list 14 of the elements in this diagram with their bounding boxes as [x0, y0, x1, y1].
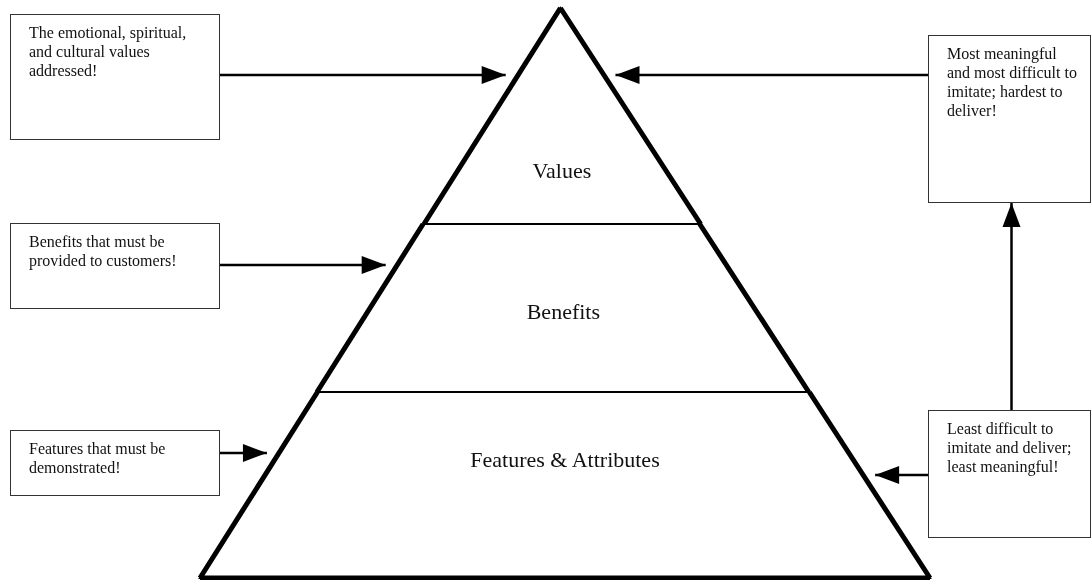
tier-label: Features & Attributes: [469, 447, 661, 473]
arrow: [615, 66, 928, 84]
arrow: [875, 466, 928, 484]
text-box: Features that must be demonstrated!: [10, 430, 220, 496]
tier-label: Benefits: [525, 299, 601, 325]
tier-label: Values: [531, 158, 593, 184]
text-box: Most meaningful and most difficult to imitate; hardest to deliver!: [928, 35, 1091, 203]
arrow: [220, 256, 386, 274]
text-box: Benefits that must be provided to customers!: [10, 223, 220, 309]
arrow: [220, 444, 267, 462]
text-box: The emotional, spiritual, and cultural values addressed!: [10, 14, 220, 140]
arrow: [220, 66, 506, 84]
arrow: [1002, 203, 1021, 410]
text-box: Least difficult to imitate and deliver; least meaningful!: [928, 410, 1091, 538]
